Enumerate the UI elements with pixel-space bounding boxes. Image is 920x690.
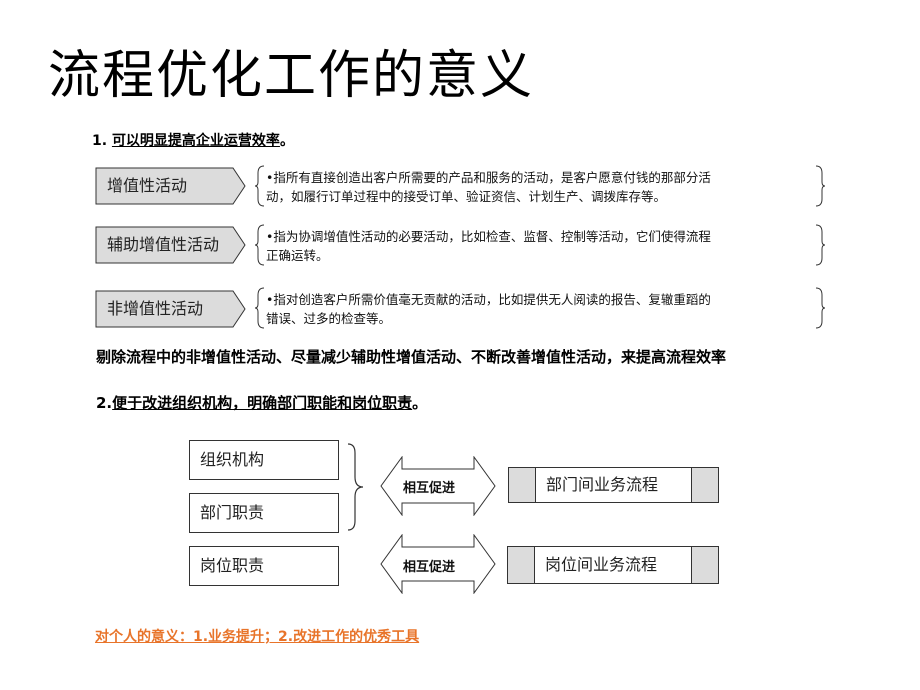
activity-value-added: 增值性活动 [95, 167, 247, 205]
left-bracket-icon [254, 165, 265, 211]
personal-significance: 对个人的意义：1.业务提升；2.改进工作的优秀工具 [95, 629, 420, 645]
section1-text: 可以明显提高企业运营效率 [111, 133, 280, 149]
right-bracket-icon [815, 287, 826, 333]
double-arrow-icon [380, 533, 496, 598]
desc-line-2: 错误、过多的检查等。 [266, 311, 392, 326]
pentagon-arrow-shape [95, 226, 246, 264]
pentagon-arrow-shape [95, 290, 246, 328]
box-organization: 组织机构 [189, 440, 339, 480]
activity-non-value-added: 非增值性活动 [95, 290, 247, 328]
process-right-bar [691, 547, 718, 583]
pentagon-arrow-shape [95, 167, 246, 205]
box-department-duties: 部门职责 [189, 493, 339, 533]
process-left-bar [509, 468, 536, 502]
double-arrow-icon [380, 455, 496, 520]
left-bracket-icon [254, 224, 265, 270]
curly-brace-icon [347, 443, 367, 535]
activity-support: 辅助增值性活动 [95, 226, 247, 264]
flow-position-process: 岗位间业务流程 [507, 546, 719, 584]
section2-suffix: 。 [412, 394, 428, 412]
activity-label: 增值性活动 [107, 176, 188, 195]
section1-suffix: 。 [279, 133, 294, 149]
right-bracket-icon [815, 224, 826, 270]
section2-number: 2. [96, 394, 113, 412]
box-label: 岗位职责 [200, 556, 265, 575]
section1-number: 1. [92, 133, 112, 149]
summary-text: 剔除流程中的非增值性活动、尽量减少辅助性增值活动、不断改善增值性活动，来提高流程… [96, 348, 727, 366]
activity-description: •指为协调增值性活动的必要活动，比如检查、监督、控制等活动，它们使得流程 正确运… [266, 227, 826, 265]
desc-line-2: 正确运转。 [266, 248, 329, 263]
right-bracket-icon [815, 165, 826, 211]
activity-label: 辅助增值性活动 [107, 235, 220, 254]
desc-line-1: •指为协调增值性活动的必要活动，比如检查、监督、控制等活动，它们使得流程 [266, 229, 711, 244]
desc-line-1: •指所有直接创造出客户所需要的产品和服务的活动，是客户愿意付钱的那部分活 [266, 170, 711, 185]
activity-description: •指所有直接创造出客户所需要的产品和服务的活动，是客户愿意付钱的那部分活 动，如… [266, 168, 826, 206]
process-left-bar [508, 547, 535, 583]
arrow-label: 相互促进 [403, 560, 456, 575]
desc-line-1: •指对创造客户所需价值毫无贡献的活动，比如提供无人阅读的报告、复辙重蹈的 [266, 292, 711, 307]
flow-label: 岗位间业务流程 [545, 555, 658, 574]
activity-label: 非增值性活动 [107, 299, 204, 318]
section1-heading: 1. 可以明显提高企业运营效率。 [92, 130, 294, 150]
section2-text: 便于改进组织机构，明确部门职能和岗位职责 [112, 394, 413, 412]
activity-description: •指对创造客户所需价值毫无贡献的活动，比如提供无人阅读的报告、复辙重蹈的 错误、… [266, 290, 826, 328]
arrow-label: 相互促进 [403, 481, 456, 496]
process-right-bar [691, 468, 718, 502]
flow-label: 部门间业务流程 [546, 475, 659, 494]
box-position-duties: 岗位职责 [189, 546, 339, 586]
desc-line-2: 动，如履行订单过程中的接受订单、验证资信、计划生产、调拨库存等。 [266, 189, 667, 204]
page-title: 流程优化工作的意义 [48, 46, 535, 106]
box-label: 部门职责 [200, 503, 265, 522]
left-bracket-icon [254, 287, 265, 333]
box-label: 组织机构 [200, 450, 265, 469]
section2-heading: 2.便于改进组织机构，明确部门职能和岗位职责。 [96, 392, 427, 413]
flow-department-process: 部门间业务流程 [508, 467, 719, 503]
